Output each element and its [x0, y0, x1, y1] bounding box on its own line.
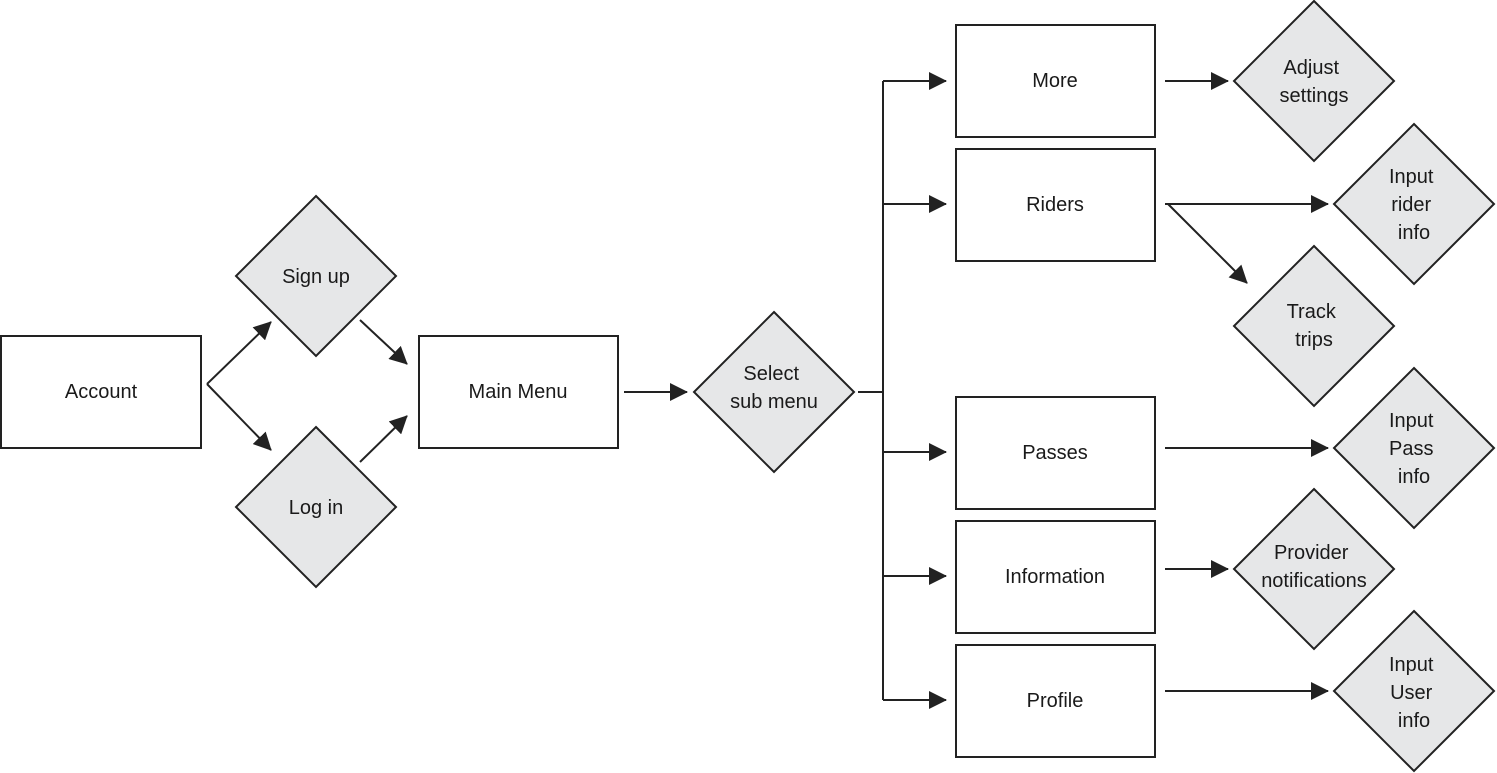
svg-text:Select sub menu: Select sub menu — [730, 363, 818, 413]
node-label-line: Input — [1389, 654, 1434, 676]
svg-text:Profile: Profile — [1027, 690, 1084, 712]
node-provider-notifications: Provider notifications — [1232, 487, 1396, 651]
node-label: Account — [65, 381, 138, 403]
node-label-line: Input — [1389, 166, 1434, 188]
svg-text:Log in: Log in — [289, 497, 344, 519]
node-label: Sign up — [282, 266, 350, 288]
svg-text:Sign up: Sign up — [282, 266, 350, 288]
svg-text:Account: Account — [65, 381, 138, 403]
node-information: Information — [955, 520, 1156, 634]
node-input-rider-info: Input rider info — [1332, 122, 1496, 286]
svg-text:Track trips: Track trips — [1287, 301, 1342, 351]
node-track-trips: Track trips — [1232, 244, 1396, 408]
node-label-line: Adjust — [1283, 57, 1339, 79]
node-adjust-settings: Adjust settings — [1232, 0, 1396, 163]
svg-text:Input User info: Input User info — [1389, 654, 1439, 732]
node-label-line: Pass — [1389, 438, 1433, 460]
svg-text:Provider notifications: Provider notifications — [1261, 542, 1367, 592]
node-label-line: User — [1390, 682, 1433, 704]
svg-text:More: More — [1032, 70, 1078, 92]
edge-riders-track — [1167, 203, 1248, 284]
edge-account-signup — [206, 321, 272, 385]
node-input-user-info: Input User info — [1332, 609, 1496, 773]
edge-account-login — [206, 383, 272, 451]
node-label-line: rider — [1391, 194, 1431, 216]
node-label-line: Input — [1389, 410, 1434, 432]
svg-text:Information: Information — [1005, 566, 1105, 588]
node-label-line: info — [1398, 466, 1430, 488]
node-label-line: info — [1398, 710, 1430, 732]
svg-text:Adjust settings: Adjust settings — [1280, 57, 1349, 107]
node-input-pass-info: Input Pass info — [1332, 366, 1496, 530]
node-label: Riders — [1026, 194, 1084, 216]
node-label-line: Provider — [1274, 542, 1349, 564]
svg-text:Input Pass info: Input Pass info — [1389, 410, 1439, 488]
node-account: Account — [0, 335, 202, 449]
edge-signup-mainmenu — [359, 319, 408, 365]
node-passes: Passes — [955, 396, 1156, 510]
node-label-line: Track — [1287, 301, 1337, 323]
node-main-menu: Main Menu — [418, 335, 619, 449]
svg-text:Input rider info: Input rider info — [1389, 166, 1439, 244]
node-label: Main Menu — [469, 381, 568, 403]
svg-text:Riders: Riders — [1026, 194, 1084, 216]
node-sign-up: Sign up — [234, 194, 398, 358]
svg-text:Passes: Passes — [1022, 442, 1088, 464]
node-profile: Profile — [955, 644, 1156, 758]
node-label-line: info — [1398, 222, 1430, 244]
node-more: More — [955, 24, 1156, 138]
node-label-line: settings — [1280, 85, 1349, 107]
node-label-line: Select — [743, 363, 799, 385]
node-label-line: sub menu — [730, 391, 818, 413]
node-label: Profile — [1027, 690, 1084, 712]
node-label: Information — [1005, 566, 1105, 588]
svg-text:Main Menu: Main Menu — [469, 381, 568, 403]
node-label-line: notifications — [1261, 570, 1367, 592]
node-label: Passes — [1022, 442, 1088, 464]
node-label: More — [1032, 70, 1078, 92]
node-log-in: Log in — [234, 425, 398, 589]
edges — [206, 72, 1329, 709]
node-riders: Riders — [955, 148, 1156, 262]
node-label: Log in — [289, 497, 344, 519]
node-select-sub-menu: Select sub menu — [692, 310, 856, 474]
node-label-line: trips — [1295, 329, 1333, 351]
edge-login-mainmenu — [359, 415, 408, 463]
